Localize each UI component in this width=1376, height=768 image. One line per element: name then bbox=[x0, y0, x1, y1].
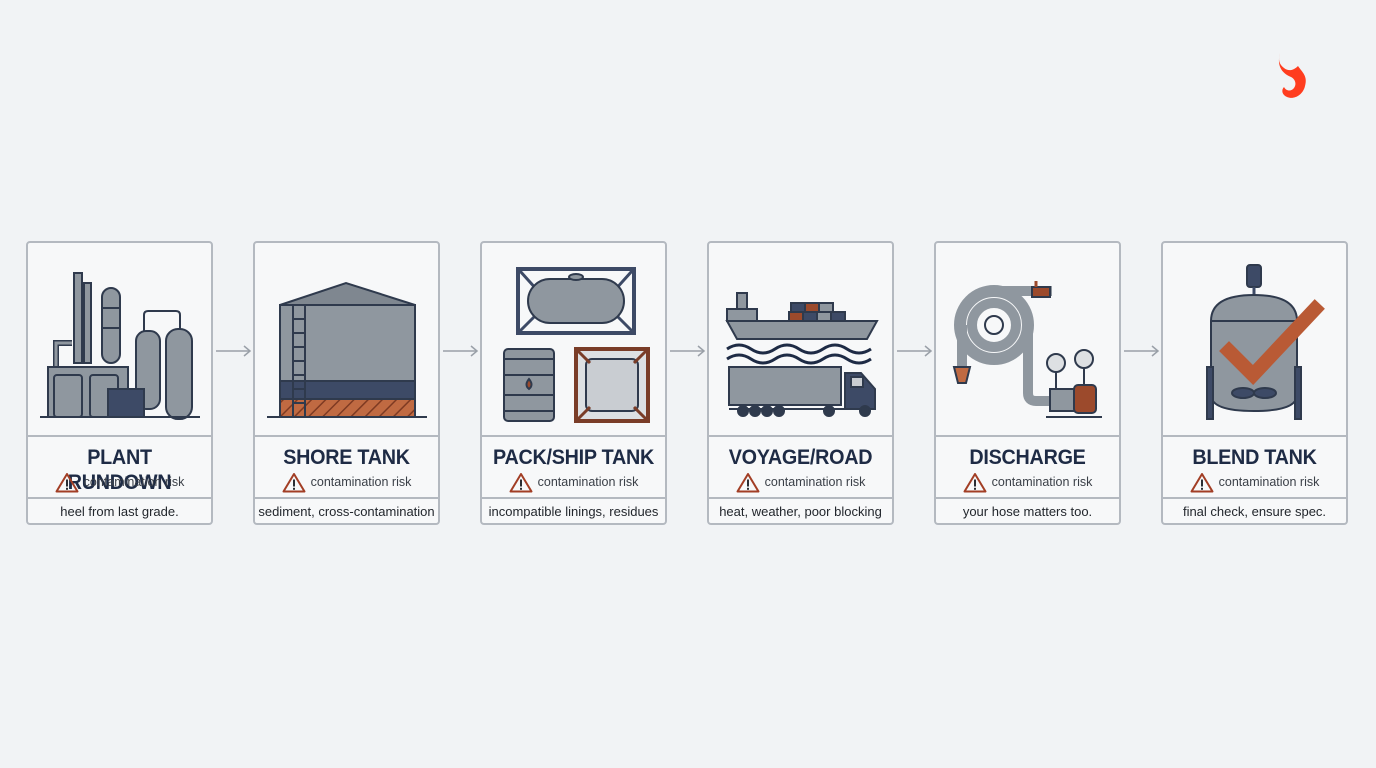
stage-description: incompatible linings, residues bbox=[488, 504, 659, 519]
arrow-right-icon bbox=[670, 345, 706, 357]
stage-card-pack-ship-tank: PACK/SHIP TANK contamination risk incomp… bbox=[480, 241, 667, 525]
stage-card-discharge: DISCHARGE contamination risk your hose m… bbox=[934, 241, 1121, 525]
supply-chain-flow: PLANT RUNDOWN contamination risk heel fr… bbox=[0, 241, 1376, 527]
hose-pump-icon bbox=[952, 281, 1102, 418]
warning-triangle-icon bbox=[1190, 472, 1214, 492]
stage-description: heel from last grade. bbox=[60, 504, 179, 519]
refinery-icon bbox=[40, 272, 200, 420]
risk-label: contamination risk bbox=[537, 475, 639, 489]
risk-label: contamination risk bbox=[83, 475, 185, 489]
ship-truck-icon bbox=[725, 292, 879, 417]
stage-title: BLEND TANK bbox=[1192, 445, 1317, 469]
containers-icon bbox=[503, 267, 650, 423]
risk-label: contamination risk bbox=[1218, 475, 1320, 489]
arrow-right-icon bbox=[443, 345, 479, 357]
risk-label: contamination risk bbox=[991, 475, 1093, 489]
stage-description: sediment, cross-contamination bbox=[258, 504, 435, 519]
warning-triangle-icon bbox=[55, 472, 79, 492]
stage-card-voyage-road: VOYAGE/ROAD contamination risk heat, wea… bbox=[707, 241, 894, 525]
risk-label: contamination risk bbox=[310, 475, 412, 489]
stage-description: heat, weather, poor blocking bbox=[719, 504, 882, 519]
warning-triangle-icon bbox=[282, 472, 306, 492]
stage-title: PACK/SHIP TANK bbox=[493, 445, 654, 469]
arrow-right-icon bbox=[216, 345, 252, 357]
stage-title: DISCHARGE bbox=[969, 445, 1086, 469]
stage-title: VOYAGE/ROAD bbox=[728, 445, 873, 469]
flame-logo-icon bbox=[1278, 53, 1306, 98]
stage-title: PLANT RUNDOWN bbox=[67, 445, 172, 494]
stage-card-plant-rundown: PLANT RUNDOWN contamination risk heel fr… bbox=[26, 241, 213, 525]
stage-description: your hose matters too. bbox=[962, 504, 1093, 519]
storage-tank-icon bbox=[267, 281, 427, 418]
arrow-right-icon bbox=[897, 345, 933, 357]
stage-card-blend-tank: BLEND TANK contamination risk final chec… bbox=[1161, 241, 1348, 525]
stage-title: SHORE TANK bbox=[283, 445, 410, 469]
warning-triangle-icon bbox=[963, 472, 987, 492]
warning-triangle-icon bbox=[736, 472, 760, 492]
warning-triangle-icon bbox=[509, 472, 533, 492]
stage-card-shore-tank: SHORE TANK contamination risk sediment, … bbox=[253, 241, 440, 525]
blend-tank-check-icon bbox=[1206, 264, 1325, 420]
stage-description: final check, ensure spec. bbox=[1182, 504, 1327, 519]
arrow-right-icon bbox=[1124, 345, 1160, 357]
risk-label: contamination risk bbox=[764, 475, 866, 489]
